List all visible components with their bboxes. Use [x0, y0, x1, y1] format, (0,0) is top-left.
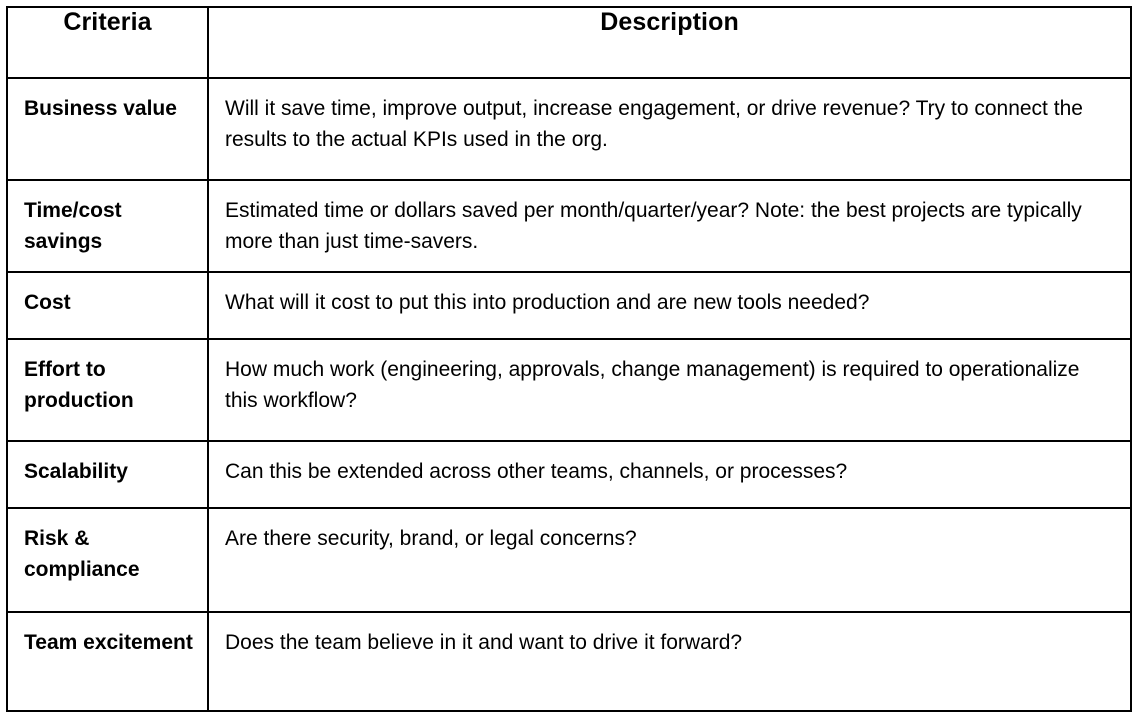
description-cell: Estimated time or dollars saved per mont…: [207, 179, 1132, 273]
description-cell: Are there security, brand, or legal conc…: [207, 507, 1132, 613]
description-cell: Does the team believe in it and want to …: [207, 611, 1132, 712]
column-header-description: Description: [207, 6, 1132, 79]
criteria-cell: Business value: [6, 77, 209, 181]
criteria-cell: Team excitement: [6, 611, 209, 712]
table-header-row: Criteria Description: [6, 6, 1132, 79]
description-cell: Will it save time, improve output, incre…: [207, 77, 1132, 181]
column-header-criteria: Criteria: [6, 6, 209, 79]
description-cell: What will it cost to put this into produ…: [207, 271, 1132, 340]
table-header: Criteria Description: [6, 6, 1132, 79]
criteria-cell: Scalability: [6, 440, 209, 509]
criteria-cell: Risk & compliance: [6, 507, 209, 613]
criteria-cell: Cost: [6, 271, 209, 340]
criteria-cell: Effort to production: [6, 338, 209, 442]
criteria-cell: Time/cost savings: [6, 179, 209, 273]
description-cell: How much work (engineering, approvals, c…: [207, 338, 1132, 442]
description-cell: Can this be extended across other teams,…: [207, 440, 1132, 509]
